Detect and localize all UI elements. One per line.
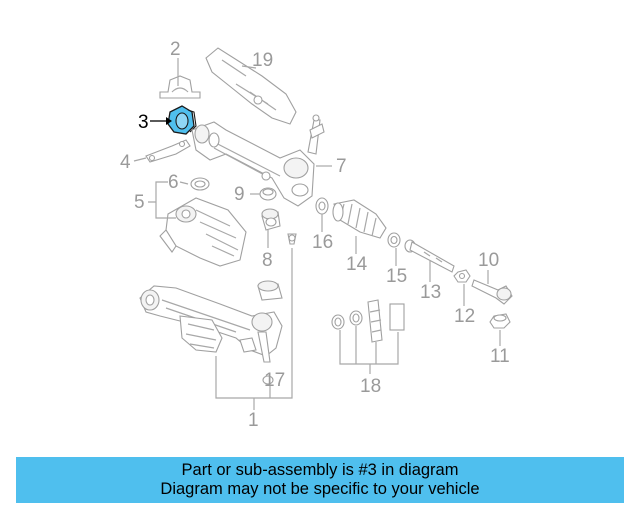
part-16-ring [315,197,329,215]
callout-3: 3 [138,112,149,133]
part-12-nut [453,269,471,283]
callout-5: 5 [134,192,145,213]
parts-diagram: 2 19 3 4 7 5 6 9 16 8 14 15 13 10 12 11 … [120,39,513,431]
leader-lines [133,58,501,410]
callout-17: 17 [264,370,285,391]
part-11-nut [489,313,511,329]
banner-disclaimer: Diagram may not be specific to your vehi… [160,480,480,498]
part-10-tie-rod-end [471,279,513,305]
info-banner: Part or sub-assembly is #3 in diagram Di… [16,457,624,503]
callout-10: 10 [478,250,499,271]
callout-7: 7 [336,156,347,177]
callout-15: 15 [386,266,407,287]
part-8-mount [261,208,281,231]
part-9-cap [259,187,277,201]
callout-9: 9 [234,184,245,205]
part-4-bracket [145,139,191,163]
part-3-bushing-highlighted [167,105,197,135]
callout-14: 14 [346,254,368,275]
callout-4: 4 [120,152,131,173]
part-6-o-ring [190,177,210,191]
part-18-boot-kit [331,299,405,343]
part-2-clamp [159,75,201,99]
steering-rack-upper [191,114,325,207]
bolt-part [287,233,297,245]
callout-1: 1 [248,410,259,431]
part-17-bushing [257,280,283,301]
part-5-valve-assembly [159,197,247,267]
callout-13: 13 [420,282,441,303]
part-14-boot [332,199,387,239]
callout-19: 19 [252,50,273,71]
part-19-heat-shield [205,47,297,125]
callout-18: 18 [360,376,381,397]
callout-labels: 2 19 3 4 7 5 6 9 16 8 14 15 13 10 12 11 … [120,39,510,431]
part-15-clamp [387,232,401,248]
callout-11: 11 [490,346,510,367]
part-13-tie-rod [404,239,455,273]
callout-12: 12 [454,306,475,327]
callout-2: 2 [170,39,181,60]
callout-8: 8 [262,250,273,271]
callout-6: 6 [168,172,179,193]
banner-part-note: Part or sub-assembly is #3 in diagram [181,461,459,479]
steering-rack-lower [139,285,283,385]
callout-16: 16 [312,232,333,253]
